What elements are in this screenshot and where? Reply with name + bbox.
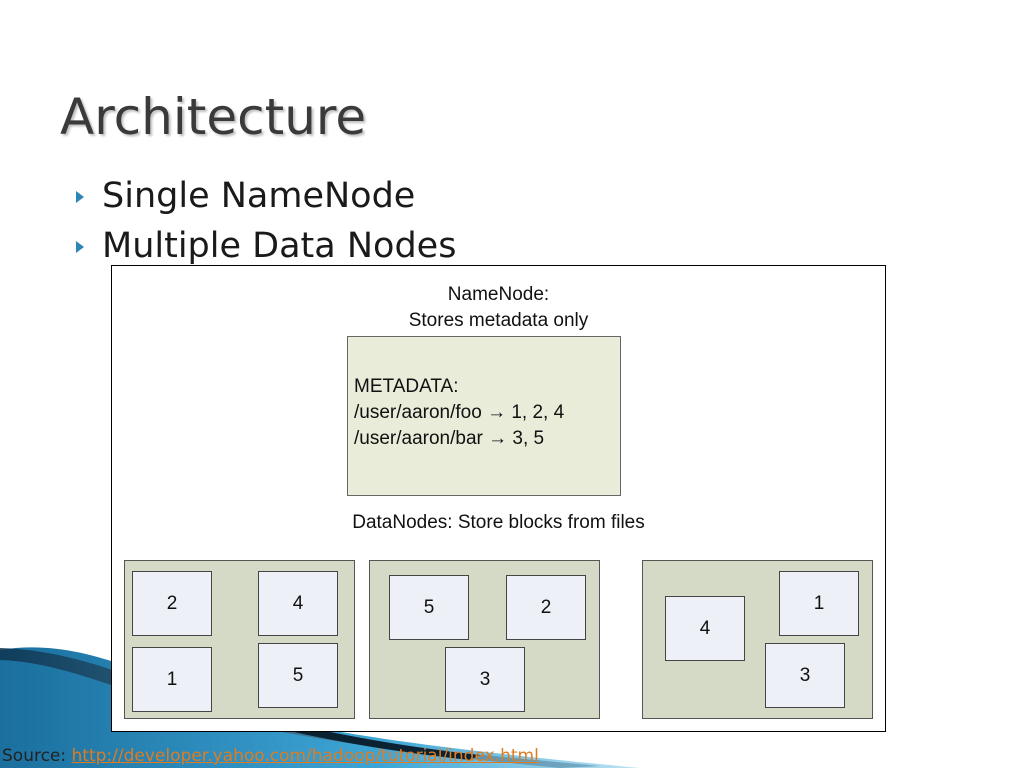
slide-title: Architecture [60,88,367,146]
bullet-arrow-icon [76,241,84,253]
data-block: 3 [765,643,845,708]
metadata-heading: METADATA: [354,376,459,397]
data-block: 1 [132,647,212,712]
bullet-list: Single NameNode Multiple Data Nodes [76,171,456,271]
bullet-text: Multiple Data Nodes [102,226,457,266]
source-label: Source: [2,746,67,766]
data-block: 5 [258,643,338,708]
datanode: 4 1 3 [642,560,873,719]
bullet-arrow-icon [76,191,84,203]
namenode-metadata-box: METADATA: /user/aaron/foo → 1, 2, 4 /use… [347,336,621,496]
data-block: 2 [132,571,212,636]
data-block: 3 [445,647,525,712]
bullet-item: Single NameNode [76,171,456,221]
data-block: 5 [389,575,469,640]
namenode-caption-line: Stores metadata only [408,310,589,331]
datanode: 5 2 3 [369,560,600,719]
bullet-text: Single NameNode [102,176,416,216]
data-block: 4 [665,596,745,661]
data-block: 1 [779,571,859,636]
datanodes-caption: DataNodes: Store blocks from files [352,512,645,533]
data-block: 4 [258,571,338,636]
metadata-entry: /user/aaron/bar → 3, 5 [354,428,545,449]
source-link[interactable]: http://developer.yahoo.com/hadoop/tutori… [71,746,539,766]
namenode-caption-line: NameNode: [447,284,550,305]
hdfs-architecture-diagram: NameNode: Stores metadata only METADATA:… [111,265,886,732]
bullet-item: Multiple Data Nodes [76,221,456,271]
datanode: 2 4 1 5 [124,560,355,719]
source-citation: Source: http://developer.yahoo.com/hadoo… [2,746,539,766]
data-block: 2 [506,575,586,640]
metadata-entry: /user/aaron/foo → 1, 2, 4 [354,402,565,423]
